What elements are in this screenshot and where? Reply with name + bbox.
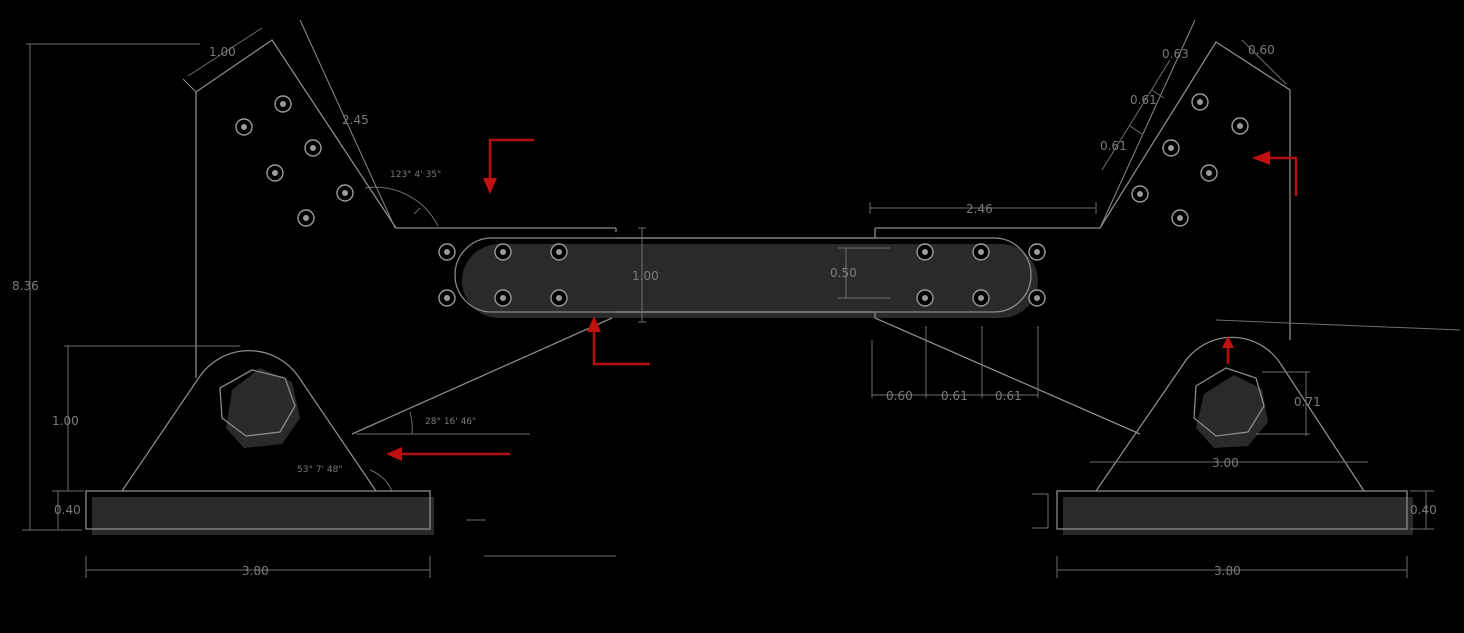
left-gusset-plate (182, 19, 617, 378)
dim-link-height: 1.00 (632, 269, 659, 283)
dim-lower-angle-2: 53° 7' 48" (297, 465, 342, 475)
dim-bottom-spacing-2: 0.61 (941, 389, 968, 403)
dim-base-thickness-right: 0.40 (1410, 503, 1437, 517)
left-angle-arc (364, 186, 439, 227)
dim-right-spacing-3: 0.61 (1100, 139, 1127, 153)
left-lug-height-dimension (64, 345, 240, 491)
dim-left-top-angle: 123° 4' 35" (390, 170, 441, 180)
bottom-middle-marks (466, 493, 1049, 557)
left-height-dimension (22, 43, 200, 531)
force-arrow-right-top (1252, 151, 1298, 196)
right-top-dimensions (1101, 39, 1287, 171)
central-link (454, 237, 1038, 318)
hole-spacing-dimension (838, 247, 890, 299)
dim-right-top-width: 0.60 (1248, 43, 1275, 57)
dim-bottom-spacing-1: 0.60 (886, 389, 913, 403)
dim-lug-offset-right: 0.71 (1294, 395, 1321, 409)
dim-base-thickness-left: 0.40 (54, 503, 81, 517)
lower-angle-arcs (356, 411, 530, 492)
left-top-width-dimension (187, 27, 263, 77)
dim-right-edge-length: 2.46 (966, 202, 993, 216)
dim-lower-angle-1: 28° 16' 46" (425, 417, 476, 427)
link-height-dimension (638, 227, 646, 323)
force-arrow-center-bottom (587, 316, 650, 366)
force-arrow-right-lower (1222, 336, 1234, 364)
dim-left-edge-length: 2.45 (342, 113, 369, 127)
dim-hole-spacing-vertical: 0.50 (830, 266, 857, 280)
dim-lug-height-left: 1.00 (52, 414, 79, 428)
left-gusset-holes (235, 95, 354, 227)
dim-left-height: 8.36 (12, 279, 39, 293)
force-arrow-left-top (483, 138, 534, 194)
dim-bottom-spacing-3: 0.61 (995, 389, 1022, 403)
force-arrow-left-lower (386, 447, 510, 461)
dim-base-width-right: 3.80 (1214, 564, 1241, 578)
left-base-width-dimension (85, 556, 431, 578)
left-base-thickness-dimension (52, 490, 84, 529)
right-gusset-holes (1131, 93, 1249, 227)
dim-base-width-left: 3.80 (242, 564, 269, 578)
dim-right-spacing-2: 0.61 (1130, 93, 1157, 107)
bottom-spacing-dimensions (871, 326, 1039, 398)
right-edge-dimension (869, 202, 1097, 214)
right-base-dimensions (1056, 490, 1434, 578)
dim-top-left-width: 1.00 (209, 45, 236, 59)
central-link-holes (438, 243, 1046, 307)
right-gusset-plate (874, 19, 1291, 340)
left-base-plate (85, 490, 434, 535)
diagonal-members (351, 317, 1141, 435)
left-lug (121, 349, 377, 492)
dim-lug-width-right: 3.00 (1212, 456, 1239, 470)
right-lug-dimensions (1090, 319, 1461, 463)
right-lug (1095, 336, 1365, 492)
right-base-plate (1056, 490, 1413, 535)
dim-right-spacing-1: 0.63 (1162, 47, 1189, 61)
